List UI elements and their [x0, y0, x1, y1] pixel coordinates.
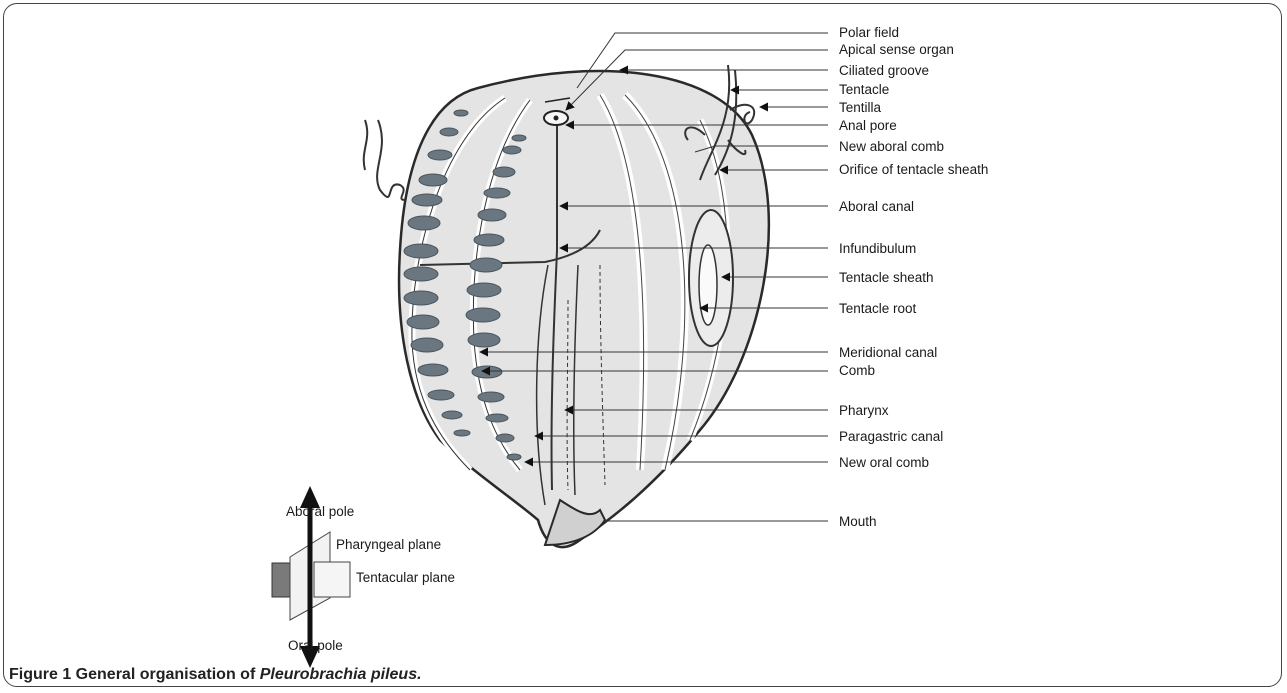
- caption-prefix: Figure 1 General organisation of: [9, 666, 260, 683]
- labels: Polar field Apical sense organ Ciliated …: [839, 25, 988, 529]
- label-polar-field: Polar field: [839, 25, 899, 40]
- label-tentilla: Tentilla: [839, 100, 882, 115]
- label-mouth: Mouth: [839, 514, 877, 529]
- label-ciliated-groove: Ciliated groove: [839, 63, 929, 78]
- orientation-key: Aboral pole Pharyngeal plane Tentacular …: [272, 486, 455, 668]
- caption-species: Pleurobrachia pileus.: [260, 666, 422, 683]
- label-pharynx: Pharynx: [839, 403, 889, 418]
- label-comb: Comb: [839, 363, 875, 378]
- label-aboral-pole: Aboral pole: [286, 504, 354, 519]
- ctenophore-body: [399, 71, 769, 547]
- figure-caption: Figure 1 General organisation of Pleurob…: [9, 666, 422, 684]
- label-aboral-canal: Aboral canal: [839, 199, 914, 214]
- label-tentacle: Tentacle: [839, 82, 889, 97]
- label-pharyngeal-plane: Pharyngeal plane: [336, 537, 441, 552]
- label-tentacle-sheath: Tentacle sheath: [839, 270, 934, 285]
- tentacular-plane-shape: [314, 562, 350, 597]
- label-tentacular-plane: Tentacular plane: [356, 570, 455, 585]
- label-oral-pole: Oral pole: [288, 638, 343, 653]
- label-anal-pore: Anal pore: [839, 118, 897, 133]
- label-paragastric-canal: Paragastric canal: [839, 429, 943, 444]
- label-infundibulum: Infundibulum: [839, 241, 916, 256]
- label-apical-sense-organ: Apical sense organ: [839, 42, 954, 57]
- label-new-aboral-comb: New aboral comb: [839, 139, 944, 154]
- label-orifice-tentacle-sheath: Orifice of tentacle sheath: [839, 162, 988, 177]
- label-tentacle-root: Tentacle root: [839, 301, 917, 316]
- label-new-oral-comb: New oral comb: [839, 455, 929, 470]
- label-meridional-canal: Meridional canal: [839, 345, 937, 360]
